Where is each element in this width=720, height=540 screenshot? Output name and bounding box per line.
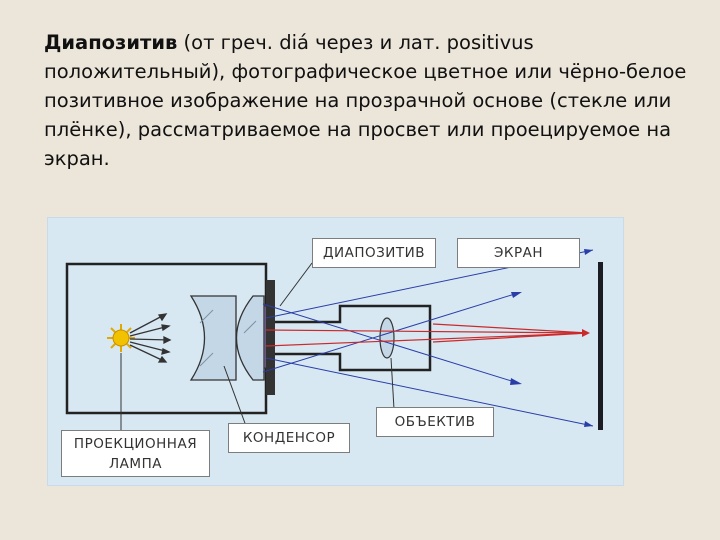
definition-paragraph: Диапозитив (от греч. diá через и лат. po… bbox=[44, 28, 694, 173]
label-leader-lines bbox=[120, 262, 395, 432]
definition-term: Диапозитив bbox=[44, 31, 178, 54]
label-condenser: КОНДЕНСОР bbox=[228, 423, 350, 453]
objective-tube bbox=[275, 304, 432, 372]
label-projection-lamp: ПРОЕКЦИОННАЯ ЛАМПА bbox=[61, 430, 210, 477]
light-rays bbox=[262, 249, 594, 427]
definition-text: (от греч. diá через и лат. positivus пол… bbox=[44, 31, 687, 170]
label-objective: ОБЪЕКТИВ bbox=[376, 407, 494, 437]
projector-diagram: ДИАПОЗИТИВ ЭКРАН ПРОЕКЦИОННАЯ ЛАМПА КОНД… bbox=[47, 217, 624, 486]
label-screen: ЭКРАН bbox=[457, 238, 580, 268]
screen bbox=[598, 262, 603, 430]
projection-lamp-icon bbox=[107, 324, 135, 352]
condenser-lenses bbox=[189, 295, 265, 381]
slide-holder bbox=[266, 280, 275, 395]
projector-drawing bbox=[65, 249, 603, 432]
lamp-light-arrows bbox=[129, 313, 172, 363]
label-slide: ДИАПОЗИТИВ bbox=[312, 238, 436, 268]
